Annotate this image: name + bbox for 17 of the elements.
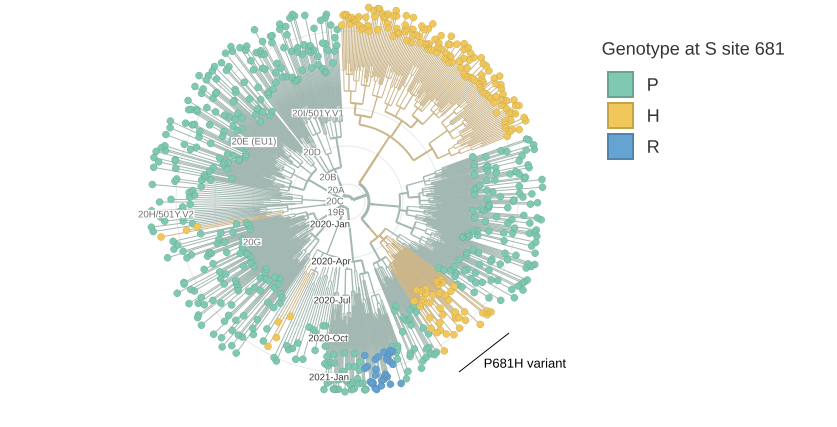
date-label: 2020-Jan: [309, 220, 351, 228]
clade-label: 20H/501Y.V2: [137, 210, 195, 218]
clade-label: 20B: [318, 173, 338, 181]
clade-label: 20A: [326, 186, 346, 194]
date-label: 2020-Apr: [310, 257, 352, 267]
clade-label: 20G: [242, 238, 262, 246]
clade-label: 20C: [326, 197, 344, 205]
legend-label: H: [648, 109, 658, 122]
legend-label: P: [648, 78, 658, 91]
clade-label: 19B: [326, 208, 346, 216]
legend-label: R: [648, 140, 659, 153]
clade-label: 20D: [302, 148, 322, 156]
legend-title: Genotype at S site 681: [602, 42, 784, 58]
date-label: 2020-Oct: [308, 334, 348, 342]
date-label: 2021-Jan: [308, 373, 350, 381]
date-label: 2020-Jul: [313, 296, 352, 304]
annotation-label: P681H variant: [484, 358, 566, 368]
